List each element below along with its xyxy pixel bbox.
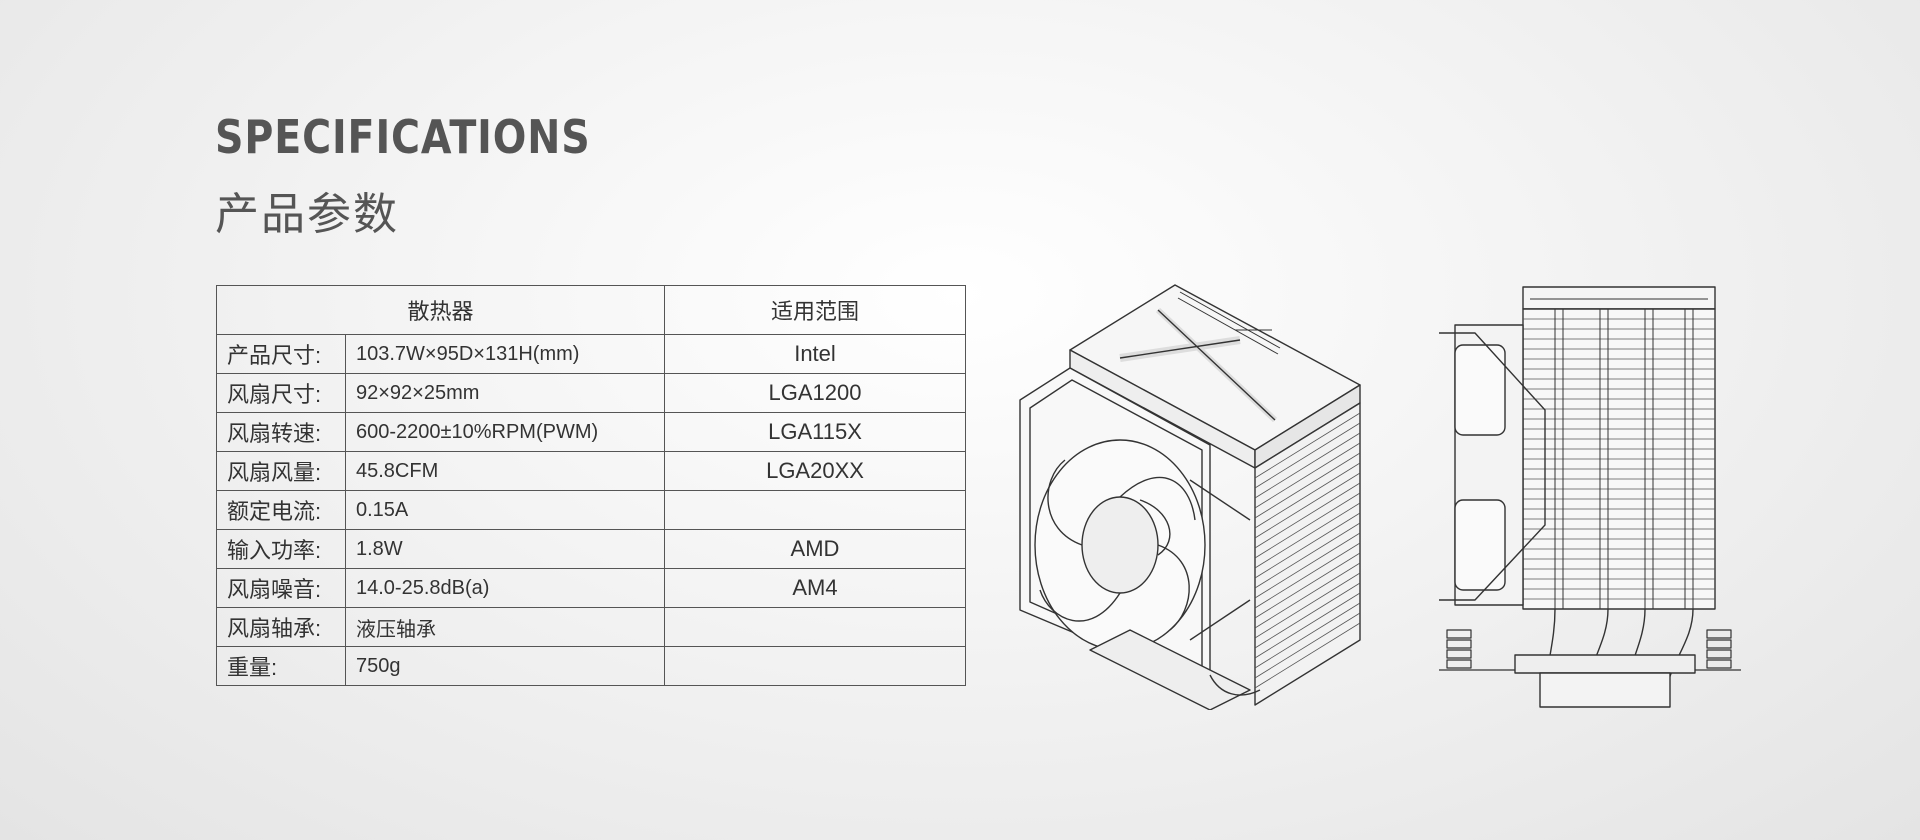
compat-cell: AMD [664, 529, 966, 569]
spec-value: 600-2200±10%RPM(PWM) [345, 412, 665, 452]
cooler-side-drawing [1439, 286, 1741, 708]
table-row: 风扇尺寸: 92×92×25mm LGA1200 [216, 373, 966, 413]
table-row: 风扇轴承: 液压轴承 [216, 607, 966, 647]
spec-value: 1.8W [345, 529, 665, 569]
spec-label: 重量: [216, 646, 346, 686]
compat-cell: LGA115X [664, 412, 966, 452]
spec-label: 额定电流: [216, 490, 346, 530]
compat-column-header: 适用范围 [664, 285, 966, 335]
compat-cell [664, 646, 966, 686]
compat-cell: Intel [664, 334, 966, 374]
spec-label: 风扇转速: [216, 412, 346, 452]
spec-value: 92×92×25mm [345, 373, 665, 413]
compat-cell: LGA20XX [664, 451, 966, 491]
page-title-cn: 产品参数 [215, 189, 399, 240]
spec-label: 输入功率: [216, 529, 346, 569]
table-row: 风扇风量: 45.8CFM LGA20XX [216, 451, 966, 491]
spec-value: 液压轴承 [345, 607, 665, 647]
spec-value: 0.15A [345, 490, 665, 530]
page-title-en: SPECIFICATIONS [215, 110, 591, 164]
spec-value: 14.0-25.8dB(a) [345, 568, 665, 608]
spec-label: 风扇风量: [216, 451, 346, 491]
compat-cell [664, 607, 966, 647]
table-row: 额定电流: 0.15A [216, 490, 966, 530]
heatsink-column-header: 散热器 [216, 285, 665, 335]
compat-cell [664, 490, 966, 530]
spec-value: 45.8CFM [345, 451, 665, 491]
compat-cell: AM4 [664, 568, 966, 608]
cooler-isometric-drawing [1019, 284, 1361, 710]
spec-label: 风扇尺寸: [216, 373, 346, 413]
spec-label: 风扇噪音: [216, 568, 346, 608]
table-row: 输入功率: 1.8W AMD [216, 529, 966, 569]
spec-label: 产品尺寸: [216, 334, 346, 374]
spec-table-header: 散热器 适用范围 [216, 285, 966, 335]
spec-table: 散热器 适用范围 产品尺寸: 103.7W×95D×131H(mm) Intel… [216, 285, 966, 686]
spec-label: 风扇轴承: [216, 607, 346, 647]
table-row: 风扇噪音: 14.0-25.8dB(a) AM4 [216, 568, 966, 608]
spec-value: 103.7W×95D×131H(mm) [345, 334, 665, 374]
table-row: 重量: 750g [216, 646, 966, 686]
compat-cell: LGA1200 [664, 373, 966, 413]
table-row: 风扇转速: 600-2200±10%RPM(PWM) LGA115X [216, 412, 966, 452]
table-row: 产品尺寸: 103.7W×95D×131H(mm) Intel [216, 334, 966, 374]
spec-value: 750g [345, 646, 665, 686]
